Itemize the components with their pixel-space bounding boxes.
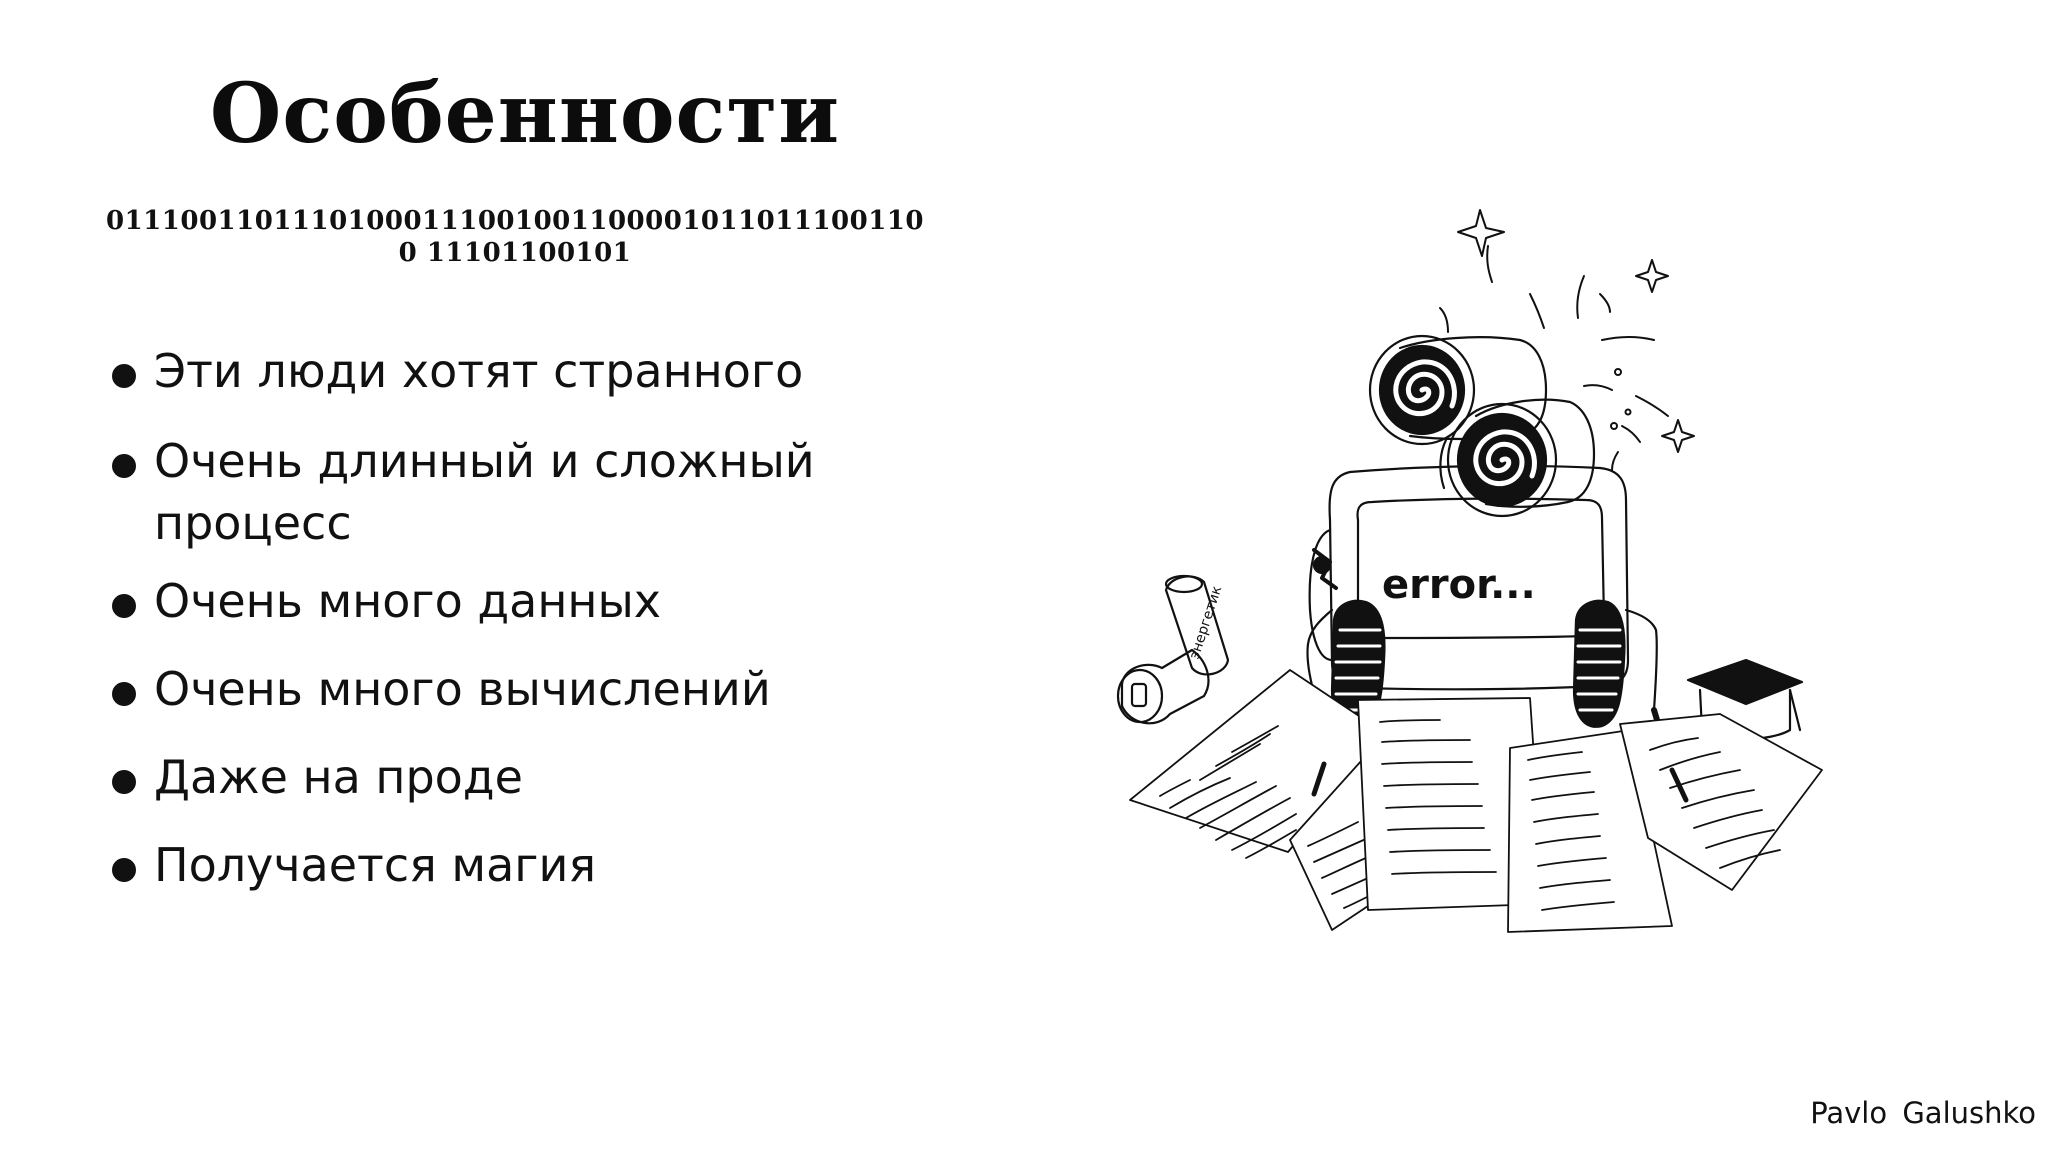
bullet-text: Даже на проде <box>154 750 523 804</box>
robot-error-illustration: error... <box>1116 209 1823 933</box>
bullet-text: Эти люди хотят странного <box>154 344 804 398</box>
bullet-text: Получается магия <box>154 838 597 892</box>
bullet-text: Очень много данных <box>154 574 662 628</box>
pen-icon <box>1311 761 1689 803</box>
bullet-text: Очень длинный и сложный процесс <box>154 434 815 550</box>
bullet-item: Очень много данных <box>110 570 970 632</box>
bullet-text: Очень много вычислений <box>154 662 771 716</box>
bullet-dot-icon <box>112 454 136 478</box>
author-name: Pavlo Galushko <box>1810 1096 2036 1130</box>
bullet-item: Получается магия <box>110 834 970 896</box>
slide-title: Особенности <box>209 66 841 162</box>
error-screen-text: error... <box>1382 562 1536 608</box>
bullet-dot-icon <box>112 858 136 882</box>
bullet-item: Даже на проде <box>110 746 970 808</box>
bullet-item: Очень длинный и сложный процесс <box>110 430 970 554</box>
bullet-dot-icon <box>112 594 136 618</box>
robot-track-right <box>1572 599 1626 728</box>
spiral-eye-left-icon <box>1368 334 1548 446</box>
bullet-item: Очень много вычислений <box>110 658 970 720</box>
robot-body: error... <box>1308 464 1630 691</box>
papers-pile <box>1129 669 1823 933</box>
sparkle-icon <box>1439 209 1695 471</box>
bullet-dot-icon <box>112 682 136 706</box>
spiral-eye-right-icon <box>1439 398 1596 518</box>
bullet-dot-icon <box>112 770 136 794</box>
bullet-dot-icon <box>112 364 136 388</box>
binary-string: 0111001101110100011100100110000101101110… <box>106 206 924 268</box>
energy-can-icon: энергетик <box>1116 574 1230 725</box>
bullet-list: Эти люди хотят странного Очень длинный и… <box>110 340 970 896</box>
bullet-item: Эти люди хотят странного <box>110 340 970 402</box>
